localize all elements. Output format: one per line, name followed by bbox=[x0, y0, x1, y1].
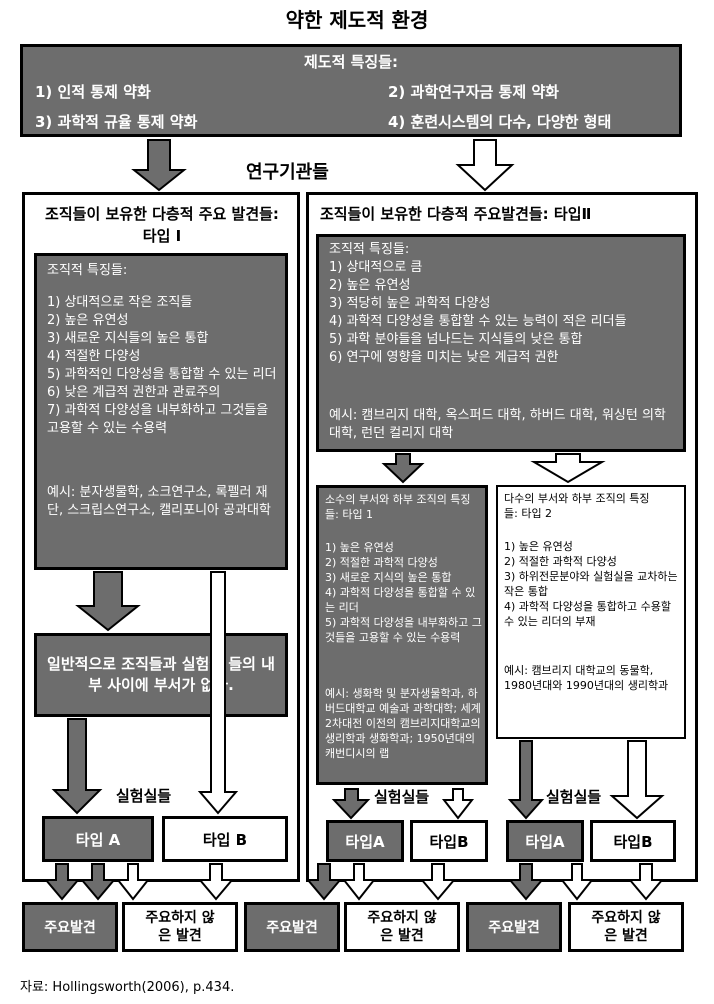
type1-labs-label: 실험실들 bbox=[116, 787, 172, 805]
list-item: 6) 연구에 영향을 미치는 낮은 계급적 권한 bbox=[329, 350, 559, 365]
sub2-example: 예시: 캠브리지 대학교의 동물학, 1980년대와 1990년대의 생리학과 bbox=[504, 664, 669, 692]
list-item: 4) 과학적 다양성을 통합할 수 있는 리더 bbox=[325, 586, 476, 614]
institutional-item: 3) 과학적 규율 통제 약화 bbox=[35, 113, 198, 131]
list-item: 2) 적절한 과학적 다양성 bbox=[325, 556, 438, 569]
outcome-major-1: 주요발견 bbox=[22, 902, 118, 952]
list-item: 4) 적절한 다양성 bbox=[47, 349, 141, 364]
outcome-major-2: 주요발견 bbox=[244, 902, 340, 952]
type2-title: 조직들이 보유한 다층적 주요발견들: 타입Ⅱ bbox=[320, 205, 592, 223]
list-item: 5) 과학적인 다양성을 통합할 수 있는 리더 bbox=[47, 367, 277, 382]
sub2-lab-a: 타입A bbox=[506, 820, 584, 862]
list-item: 1) 높은 유연성 bbox=[325, 541, 394, 554]
list-item: 2) 높은 유연성 bbox=[329, 278, 411, 293]
list-item: 2) 높은 유연성 bbox=[47, 313, 129, 328]
institutional-heading: 제도적 특징들: bbox=[303, 53, 399, 71]
type2-features-list: 1) 상대적으로 큼 2) 높은 유연성 3) 적당히 높은 과학적 다양성 4… bbox=[329, 259, 677, 367]
list-item: 4) 과학적 다양성을 통합하고 수용할 수 있는 리더의 부재 bbox=[504, 600, 671, 628]
list-item: 1) 상대적으로 큼 bbox=[329, 260, 423, 275]
sub2-heading: 다수의 부서와 하부 조직의 특징들: 타입 2 bbox=[504, 492, 650, 520]
arrow-white bbox=[455, 139, 515, 192]
sub2-list: 1) 높은 유연성 2) 적절한 과학적 다양성 3) 하위전문분야와 실험실을… bbox=[504, 539, 680, 629]
institutional-features-box: 제도적 특징들: 1) 인적 통제 약화 2) 과학연구자금 통제 약화 3) … bbox=[20, 44, 682, 137]
list-item: 7) 과학적 다양성을 내부화하고 그것들을 고용할 수 있는 수용력 bbox=[47, 403, 269, 436]
type2-features-box: 조직적 특징들: 1) 상대적으로 큼 2) 높은 유연성 3) 적당히 높은 … bbox=[316, 234, 686, 452]
list-item: 2) 적절한 과학적 다양성 bbox=[504, 555, 617, 568]
sub1-labs-label: 실험실들 bbox=[374, 788, 430, 806]
sub2-labs-label: 실험실들 bbox=[546, 788, 602, 806]
type2-sub1-box: 소수의 부서와 하부 조직의 특징들: 타입 1 1) 높은 유연성 2) 적절… bbox=[316, 485, 488, 785]
type1-features-box: 조직적 특징들: 1) 상대적으로 작은 조직들 2) 높은 유연성 3) 새로… bbox=[34, 253, 288, 570]
list-item: 6) 낮은 계급적 권한과 관료주의 bbox=[47, 385, 221, 400]
sub1-lab-b: 타입B bbox=[410, 820, 488, 862]
type1-features-heading: 조직적 특징들: bbox=[47, 263, 128, 278]
sub2-lab-b: 타입B bbox=[590, 820, 676, 862]
sub1-lab-a: 타입A bbox=[326, 820, 404, 862]
sub1-list: 1) 높은 유연성 2) 적절한 과학적 다양성 3) 새로운 지식의 높은 통… bbox=[325, 540, 483, 645]
type2-sub2-box: 다수의 부서와 하부 조직의 특징들: 타입 2 1) 높은 유연성 2) 적절… bbox=[496, 485, 686, 739]
list-item: 5) 과학 분야들을 넘나드는 지식들의 낮은 통합 bbox=[329, 332, 583, 347]
type1-example: 예시: 분자생물학, 소크연구소, 록펠러 재단, 스크립스연구소, 캘리포니아… bbox=[47, 485, 271, 518]
arrow-dark bbox=[131, 139, 187, 192]
list-item: 3) 새로운 지식의 높은 통합 bbox=[325, 571, 452, 584]
diagram-title: 약한 제도적 환경 bbox=[285, 8, 429, 32]
outcome-major-3: 주요발견 bbox=[466, 902, 562, 952]
list-item: 4) 과학적 다양성을 통합할 수 있는 능력이 적은 리더들 bbox=[329, 314, 627, 329]
list-item: 1) 상대적으로 작은 조직들 bbox=[47, 295, 193, 310]
type1-features-list: 1) 상대적으로 작은 조직들 2) 높은 유연성 3) 새로운 지식들의 높은… bbox=[47, 294, 279, 438]
source-note: 자료: Hollingsworth(2006), p.434. bbox=[20, 980, 235, 995]
type1-title: 조직들이 보유한 다층적 주요 발견들: 타입 Ⅰ bbox=[45, 205, 279, 245]
sub1-example: 예시: 생화학 및 분자생물학과, 하버드대학교 예술과 과학대학; 세계2차대… bbox=[325, 687, 481, 760]
institutional-item: 1) 인적 통제 약화 bbox=[35, 83, 151, 101]
sub1-heading: 소수의 부서와 하부 조직의 특징들: 타입 1 bbox=[325, 493, 471, 521]
list-item: 3) 적당히 높은 과학적 다양성 bbox=[329, 296, 491, 311]
type1-lab-a: 타입 A bbox=[42, 816, 154, 862]
outcome-minor-3: 주요하지 않은 발견 bbox=[568, 902, 684, 952]
list-item: 3) 새로운 지식들의 높은 통합 bbox=[47, 331, 209, 346]
outcome-minor-2: 주요하지 않은 발견 bbox=[344, 902, 460, 952]
type2-example: 예시: 캠브리지 대학, 옥스퍼드 대학, 하버드 대학, 워싱턴 의학 대학,… bbox=[329, 408, 666, 441]
list-item: 1) 높은 유연성 bbox=[504, 540, 573, 553]
institutional-item: 4) 훈련시스템의 다수, 다양한 형태 bbox=[388, 113, 612, 131]
institutional-item: 2) 과학연구자금 통제 약화 bbox=[388, 83, 559, 101]
type1-lab-b: 타입 B bbox=[162, 816, 288, 862]
list-item: 5) 과학적 다양성을 내부화하고 그것들을 고용할 수 있는 수용력 bbox=[325, 616, 482, 644]
type1-summary-box: 일반적으로 조직들과 실험실 들의 내부 사이에 부서가 없다. bbox=[34, 633, 288, 717]
research-institutions-label: 연구기관들 bbox=[246, 162, 329, 183]
type2-features-heading: 조직적 특징들: bbox=[329, 242, 410, 257]
list-item: 3) 하위전문분야와 실험실을 교차하는 작은 통합 bbox=[504, 570, 678, 598]
outcome-minor-1: 주요하지 않은 발견 bbox=[122, 902, 238, 952]
